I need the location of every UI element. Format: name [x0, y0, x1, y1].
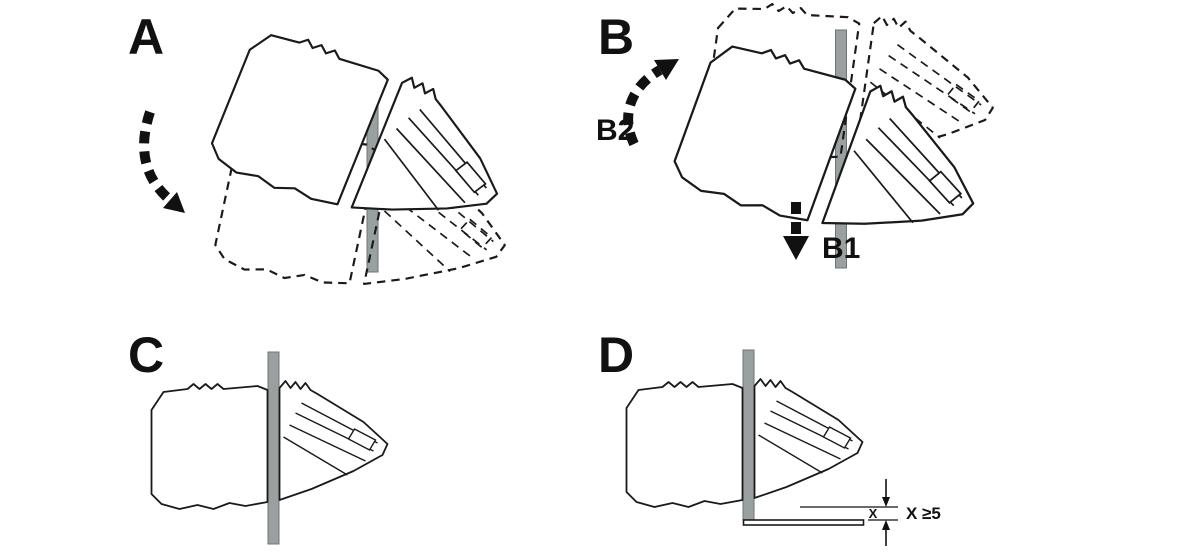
din-rail	[267, 351, 280, 545]
panel-b-label: B	[598, 9, 634, 65]
dimension-arrowhead-bottom	[882, 520, 890, 530]
press-down-arrowhead-icon	[783, 236, 809, 260]
rotate-down-arrow-icon	[139, 110, 174, 204]
panel-a-label: A	[128, 9, 164, 65]
panel-d-label: D	[598, 327, 634, 383]
dimension-note: X ≥5	[906, 504, 941, 523]
panel-c: C	[128, 327, 389, 545]
panel-a: A	[128, 9, 527, 323]
rotate-out-arrowhead-icon	[654, 59, 679, 80]
din-rail	[742, 349, 755, 521]
panel-c-label: C	[128, 327, 164, 383]
b2-label: B2	[596, 114, 634, 147]
rotate-down-arrowhead-icon	[163, 192, 185, 213]
rotate-out-arrow-icon	[623, 65, 663, 147]
mounting-plate	[742, 519, 865, 526]
device-outline	[204, 16, 527, 268]
dimension-arrowhead-top	[882, 497, 890, 507]
panel-d: D X X ≥5	[598, 327, 941, 546]
b1-label: B1	[822, 232, 860, 265]
dimension-x-label: X	[869, 506, 878, 521]
panel-b: B B2 B1	[596, 0, 1005, 281]
